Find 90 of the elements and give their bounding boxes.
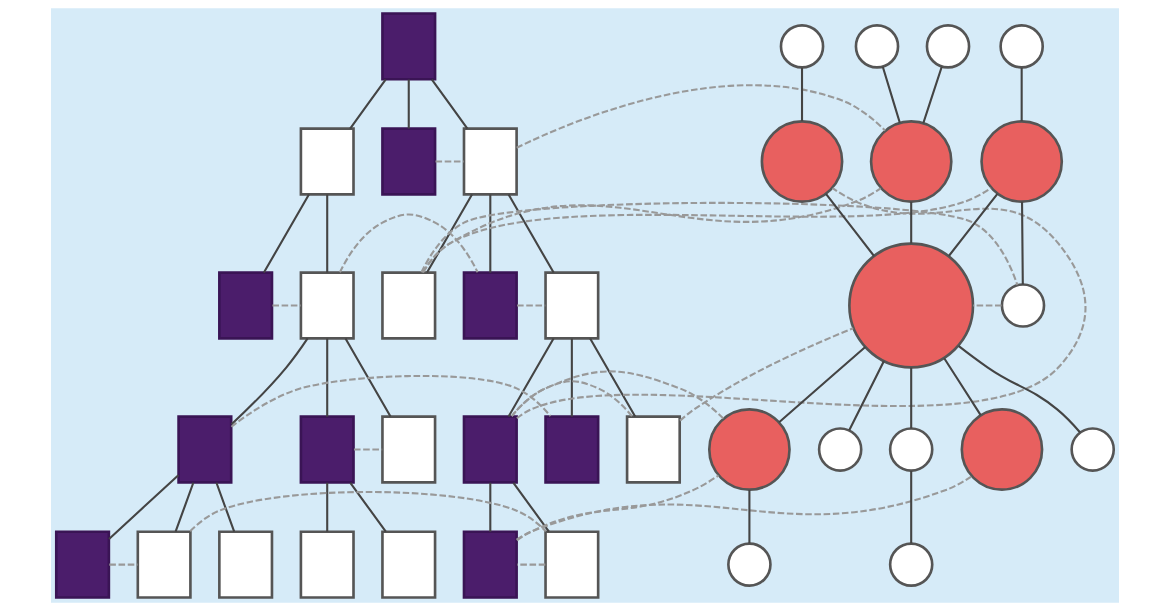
- connector: [517, 563, 546, 566]
- connector: [507, 338, 555, 418]
- node-circle: [779, 24, 825, 69]
- connector: [326, 338, 329, 417]
- node-circle: [760, 120, 844, 203]
- connector: [420, 201, 1019, 286]
- connector: [943, 357, 982, 416]
- node-box: [299, 530, 355, 599]
- node-box: [381, 271, 437, 340]
- node-circle: [1000, 283, 1046, 328]
- node-circle: [848, 242, 975, 369]
- node-box: [381, 12, 437, 81]
- connector: [349, 79, 387, 130]
- node-box: [177, 415, 233, 484]
- connector: [189, 490, 547, 532]
- node-box: [625, 415, 681, 484]
- node-box: [462, 271, 518, 340]
- connector: [174, 482, 195, 533]
- connector: [326, 194, 329, 273]
- node-circle: [707, 408, 791, 491]
- node-box: [218, 271, 274, 340]
- connector: [570, 338, 573, 417]
- connector: [957, 345, 1081, 434]
- node-circle: [1070, 427, 1116, 472]
- node-circle: [980, 120, 1064, 203]
- node-box: [544, 271, 600, 340]
- connector: [339, 213, 479, 273]
- node-circle: [817, 427, 863, 472]
- node-circle: [888, 427, 934, 472]
- connector: [516, 475, 972, 541]
- node-box: [136, 530, 192, 599]
- node-box: [299, 127, 355, 196]
- node-circle: [925, 24, 971, 69]
- connector: [679, 327, 854, 422]
- connector: [748, 490, 751, 544]
- connector: [230, 337, 309, 426]
- connector: [510, 370, 725, 420]
- node-box: [381, 415, 437, 484]
- connector: [881, 66, 901, 124]
- connector: [326, 482, 329, 532]
- connector: [421, 187, 992, 274]
- node-box: [218, 530, 274, 599]
- connector: [507, 194, 555, 274]
- connector: [910, 201, 913, 244]
- connector: [516, 187, 1087, 420]
- node-circle: [999, 24, 1045, 69]
- node-box: [462, 127, 518, 196]
- connector: [215, 482, 236, 533]
- connector: [516, 474, 720, 542]
- connector: [431, 79, 469, 130]
- node-box: [462, 415, 518, 484]
- connector: [589, 338, 637, 418]
- node-circle: [888, 542, 934, 587]
- connector: [426, 194, 473, 274]
- node-box: [544, 530, 600, 599]
- connector: [910, 367, 913, 429]
- connector: [109, 563, 138, 566]
- node-circle: [960, 408, 1044, 491]
- connector: [263, 194, 310, 274]
- connector: [272, 304, 301, 307]
- connector: [230, 374, 552, 428]
- node-box: [299, 271, 355, 340]
- connector: [489, 482, 492, 532]
- connector: [778, 346, 866, 424]
- node-box: [381, 530, 437, 599]
- connector: [108, 474, 180, 540]
- connector: [512, 482, 550, 533]
- node-circle: [727, 542, 772, 587]
- connector: [1021, 201, 1024, 285]
- connector: [407, 79, 410, 129]
- connector: [1020, 67, 1023, 122]
- node-box: [299, 415, 355, 484]
- node-box: [462, 530, 518, 599]
- connector: [800, 67, 804, 122]
- node-box: [544, 415, 600, 484]
- node-circle: [869, 120, 953, 203]
- connector: [489, 194, 492, 273]
- connector: [910, 470, 913, 544]
- connector: [349, 482, 387, 533]
- connector: [922, 66, 943, 124]
- node-box: [54, 530, 111, 599]
- connector: [825, 193, 875, 257]
- node-circle: [854, 24, 900, 69]
- connector: [948, 193, 999, 257]
- connector: [848, 360, 885, 431]
- connector: [344, 338, 392, 418]
- connector: [435, 160, 464, 163]
- connector: [973, 304, 1002, 307]
- connector: [516, 84, 886, 149]
- node-box: [381, 127, 437, 196]
